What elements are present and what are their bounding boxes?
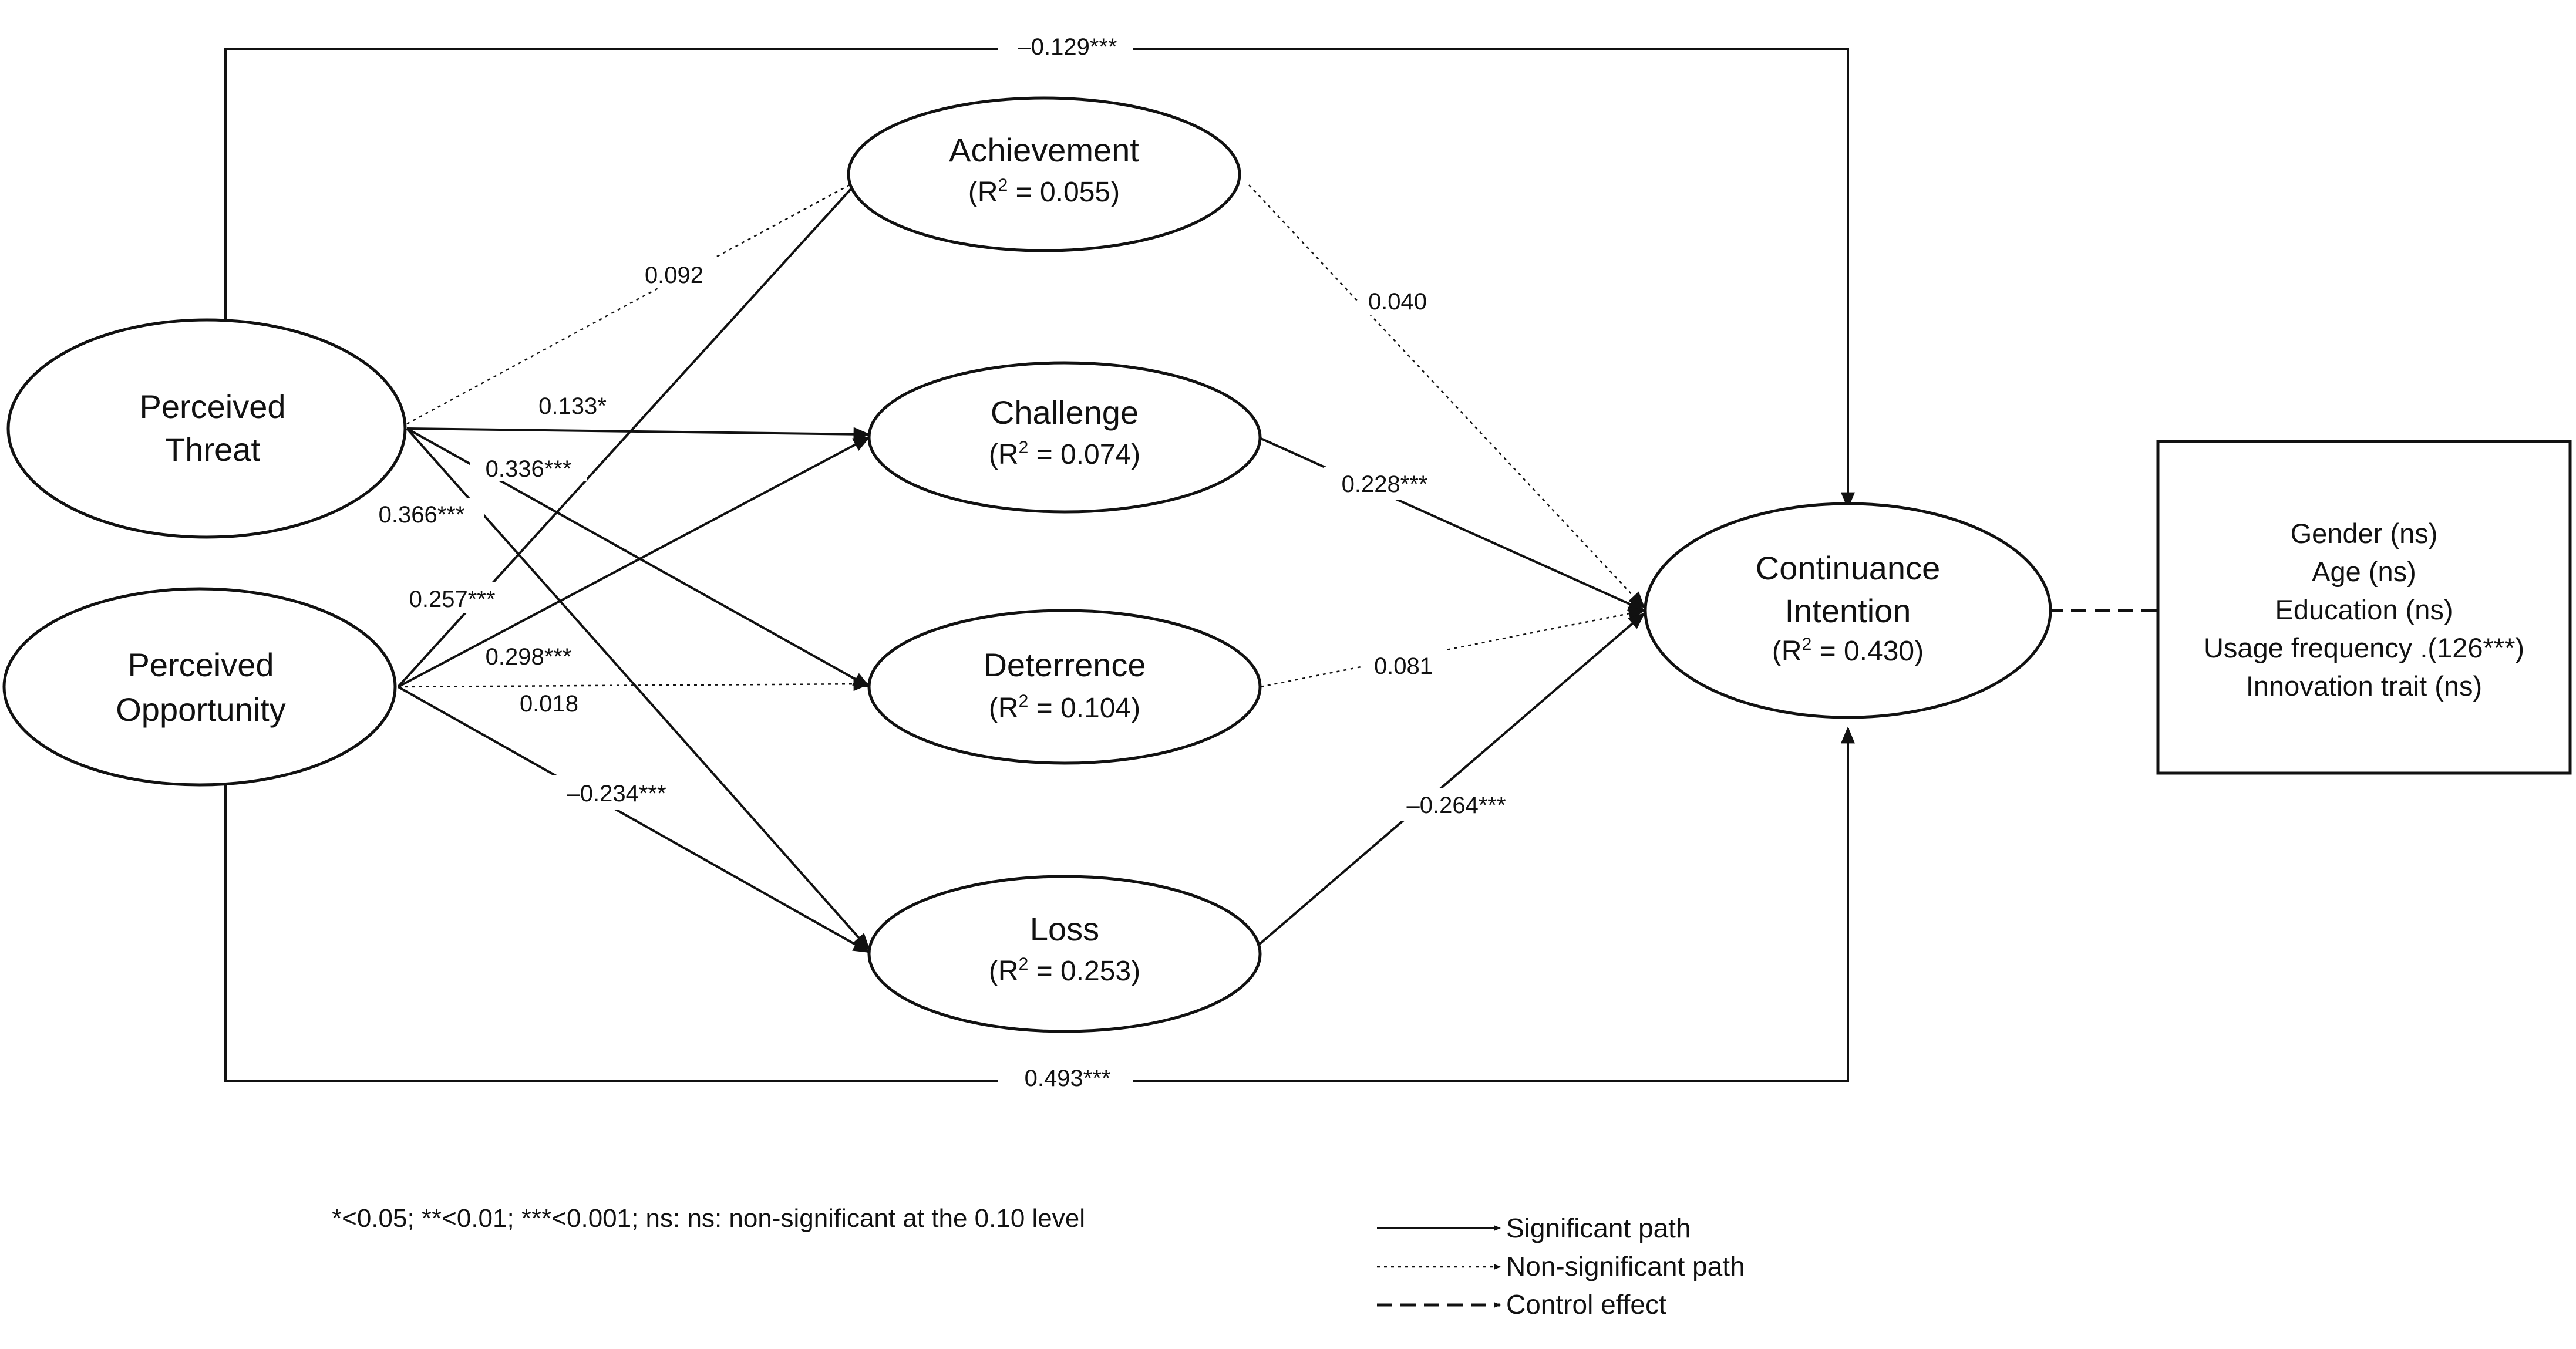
continuance-intention-line2: Intention bbox=[1785, 592, 1911, 629]
node-achievement: Achievement (R2 = 0.055) bbox=[847, 96, 1241, 252]
legend-significant-label: Significant path bbox=[1506, 1213, 1691, 1243]
perceived-opportunity-line2: Opportunity bbox=[116, 691, 286, 728]
challenge-r2: (R2 = 0.074) bbox=[989, 438, 1140, 470]
loss-title: Loss bbox=[1030, 910, 1099, 947]
node-challenge: Challenge (R2 = 0.074) bbox=[867, 361, 1262, 514]
control-item: Gender (ns) bbox=[2291, 518, 2438, 549]
coef-opportunity-deterrence: 0.018 bbox=[520, 691, 578, 717]
path-loss-intention bbox=[1257, 612, 1645, 946]
coef-threat-loss: 0.366*** bbox=[379, 502, 465, 528]
coef-achievement-intention: 0.040 bbox=[1368, 289, 1427, 315]
continuance-intention-line1: Continuance bbox=[1756, 549, 1940, 586]
perceived-threat-line1: Perceived bbox=[139, 388, 285, 425]
path-threat-achievement bbox=[406, 173, 871, 425]
legend-control-label: Control effect bbox=[1506, 1289, 1666, 1320]
node-continuance-intention: Continuance Intention (R2 = 0.430) bbox=[1644, 502, 2052, 719]
node-loss: Loss (R2 = 0.253) bbox=[867, 875, 1262, 1033]
coef-opportunity-loss: –0.234*** bbox=[567, 781, 666, 807]
coef-loss-intention: –0.264*** bbox=[1406, 792, 1506, 818]
coef-threat-challenge: 0.133* bbox=[538, 393, 607, 419]
path-opportunity-deterrence bbox=[398, 677, 871, 692]
coef-threat-intention: –0.129*** bbox=[1018, 34, 1117, 60]
path-deterrence-intention bbox=[1260, 606, 1646, 688]
node-perceived-threat: Perceived Threat bbox=[6, 318, 407, 539]
control-item: Education (ns) bbox=[2275, 594, 2453, 625]
coef-challenge-intention: 0.228*** bbox=[1342, 471, 1428, 497]
challenge-title: Challenge bbox=[991, 394, 1139, 431]
coef-threat-achievement: 0.092 bbox=[645, 262, 703, 288]
continuance-intention-r2: (R2 = 0.430) bbox=[1772, 635, 1924, 667]
node-deterrence: Deterrence (R2 = 0.104) bbox=[867, 609, 1262, 765]
node-perceived-opportunity: Perceived Opportunity bbox=[2, 587, 397, 787]
coef-opportunity-challenge: 0.298*** bbox=[486, 644, 572, 670]
path-opportunity-challenge bbox=[398, 436, 871, 688]
perceived-opportunity-line1: Perceived bbox=[127, 646, 274, 683]
legend: Significant path Non-significant path Co… bbox=[1377, 1213, 1745, 1320]
path-achievement-intention bbox=[1248, 184, 1645, 609]
coef-opportunity-intention: 0.493*** bbox=[1025, 1065, 1111, 1091]
perceived-threat-line2: Threat bbox=[165, 431, 260, 468]
legend-nonsignificant-label: Non-significant path bbox=[1506, 1251, 1745, 1281]
control-item: Usage frequency .(126***) bbox=[2204, 632, 2524, 663]
path-opportunity-loss bbox=[398, 686, 871, 953]
loss-r2: (R2 = 0.253) bbox=[989, 955, 1140, 987]
coef-opportunity-achievement: 0.257*** bbox=[409, 586, 496, 612]
achievement-r2: (R2 = 0.055) bbox=[968, 176, 1120, 208]
deterrence-r2: (R2 = 0.104) bbox=[989, 692, 1140, 724]
coef-deterrence-intention: 0.081 bbox=[1374, 653, 1433, 679]
control-item: Innovation trait (ns) bbox=[2246, 670, 2482, 702]
coef-threat-deterrence: 0.336*** bbox=[486, 456, 572, 482]
path-threat-challenge bbox=[406, 427, 871, 441]
control-variables-box: Gender (ns) Age (ns) Education (ns) Usag… bbox=[2156, 440, 2572, 775]
achievement-title: Achievement bbox=[949, 131, 1139, 168]
path-challenge-intention bbox=[1258, 436, 1646, 612]
deterrence-title: Deterrence bbox=[983, 646, 1146, 683]
significance-note: *<0.05; **<0.01; ***<0.001; ns: ns: non-… bbox=[332, 1204, 1085, 1233]
control-item: Age (ns) bbox=[2312, 556, 2416, 587]
